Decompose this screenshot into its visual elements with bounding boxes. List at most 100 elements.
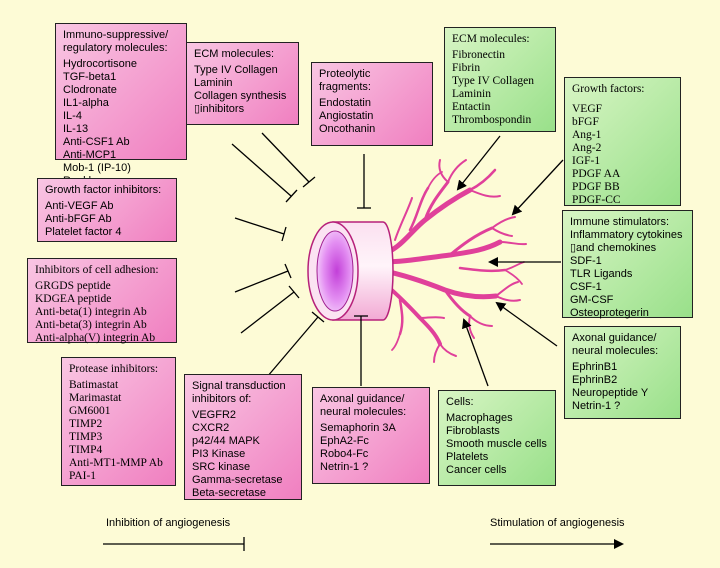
list-item: GM-CSF bbox=[570, 294, 614, 306]
item-list: Macrophages Fibroblasts Smooth muscle ce… bbox=[446, 412, 548, 477]
list-item: Inflammatory cytokines bbox=[570, 229, 683, 241]
list-item: GRGDS peptide bbox=[35, 280, 111, 292]
list-item: PDGF BB bbox=[572, 181, 620, 193]
box-title: Protease inhibitors: bbox=[69, 363, 159, 375]
vessel-sprouts bbox=[377, 159, 527, 363]
list-item: Laminin bbox=[452, 88, 491, 100]
list-item: Fibroblasts bbox=[446, 425, 500, 437]
list-item: Fibronectin bbox=[452, 49, 506, 61]
list-item: Oncothanin bbox=[319, 123, 376, 135]
list-item: SRC kinase bbox=[192, 461, 251, 473]
box-title: Immune stimulators: bbox=[570, 216, 670, 228]
list-item: SDF-1 bbox=[570, 255, 602, 267]
item-list: Semaphorin 3A EphA2-Fc Robo4-Fc Netrin-1… bbox=[320, 422, 422, 474]
list-item: VEGFR2 bbox=[192, 409, 237, 421]
item-list: Batimastat Marimastat GM6001 TIMP2 TIMP3… bbox=[69, 379, 168, 483]
list-item: IL-4 bbox=[63, 110, 82, 122]
list-item: Smooth muscle cells bbox=[446, 438, 547, 450]
list-item: VEGF bbox=[572, 103, 603, 115]
list-item: EphrinB2 bbox=[572, 374, 618, 386]
item-list: Fibronectin Fibrin Type IV Collagen Lami… bbox=[452, 49, 548, 127]
inhibition-lines bbox=[231, 132, 371, 386]
immuno-suppressive-box: Immuno-suppressive/ regulatory molecules… bbox=[55, 23, 187, 187]
list-item: ▯inhibitors bbox=[194, 103, 245, 115]
list-item: Gamma-secretase bbox=[192, 474, 283, 486]
list-item: Platelet factor 4 bbox=[45, 226, 122, 238]
list-item: TIMP3 bbox=[69, 431, 103, 443]
item-list: Hydrocortisone TGF-beta1 Clodronate IL1-… bbox=[63, 58, 179, 188]
list-item: Macrophages bbox=[446, 412, 513, 424]
list-item: Hydrocortisone bbox=[63, 58, 137, 70]
list-item: TIMP2 bbox=[69, 418, 103, 430]
list-item: Anti-CSF1 Ab bbox=[63, 136, 130, 148]
list-item: PI3 Kinase bbox=[192, 448, 246, 460]
list-item: Cancer cells bbox=[446, 464, 507, 476]
list-item: KDGEA peptide bbox=[35, 293, 112, 305]
stimulation-label: Stimulation of angiogenesis bbox=[490, 517, 625, 529]
list-item: Angiostatin bbox=[319, 110, 374, 122]
list-item: TLR Ligands bbox=[570, 268, 633, 280]
list-item: EphA2-Fc bbox=[320, 435, 369, 447]
signal-transduction-inhibitors-box: Signal transduction inhibitors of: VEGFR… bbox=[184, 374, 302, 500]
item-list: Endostatin Angiostatin Oncothanin bbox=[319, 97, 425, 136]
ecm-inhibitors-box: ECM molecules: Type IV Collagen Laminin … bbox=[186, 42, 299, 125]
blood-vessel-tube bbox=[307, 221, 394, 321]
list-item: Collagen synthesis bbox=[194, 90, 287, 102]
list-item: bFGF bbox=[572, 116, 599, 128]
list-item: Batimastat bbox=[69, 379, 119, 391]
list-item: TIMP4 bbox=[69, 444, 103, 456]
box-title: Growth factor inhibitors: bbox=[45, 184, 162, 196]
list-item: PDGF-CC bbox=[572, 194, 621, 206]
immune-stimulators-box: Immune stimulators: Inflammatory cytokin… bbox=[562, 210, 693, 320]
box-title: ECM molecules: bbox=[452, 33, 530, 45]
list-item: PAI-1 bbox=[69, 470, 97, 482]
list-item: Entactin bbox=[452, 101, 491, 113]
list-item: Anti-MCP1 bbox=[63, 149, 117, 161]
box-title: Immuno-suppressive/ regulatory molecules… bbox=[63, 29, 169, 54]
ecm-stimulators-box: ECM molecules: Fibronectin Fibrin Type I… bbox=[444, 27, 556, 132]
list-item: IGF-1 bbox=[572, 155, 601, 167]
item-list: VEGFR2 CXCR2 p42/44 MAPK PI3 Kinase SRC … bbox=[192, 409, 294, 500]
list-item: Thrombospondin bbox=[452, 114, 532, 126]
list-item: Fibrin bbox=[452, 62, 481, 74]
inhibition-label: Inhibition of angiogenesis bbox=[106, 517, 231, 529]
list-item: GM6001 bbox=[69, 405, 111, 417]
list-item: Anti-beta(3) integrin Ab bbox=[35, 319, 147, 331]
axonal-guidance-stimulators-box: Axonal guidance/ neural molecules: Ephri… bbox=[564, 326, 681, 419]
list-item: Anti-VEGF Ab bbox=[45, 200, 114, 212]
list-item: Robo4-Fc bbox=[320, 448, 369, 460]
list-item: Anti-beta(1) integrin Ab bbox=[35, 306, 147, 318]
list-item: Clodronate bbox=[63, 84, 117, 96]
footer-arrows bbox=[103, 537, 624, 551]
list-item: Anti-alpha(V) integrin Ab bbox=[35, 332, 156, 344]
list-item: p42/44 MAPK bbox=[192, 435, 260, 447]
list-item: CXCR2 bbox=[192, 422, 230, 434]
item-list: EphrinB1 EphrinB2 Neuropeptide Y Netrin-… bbox=[572, 361, 673, 413]
list-item: Beta-secretase bbox=[192, 487, 266, 499]
protease-inhibitors-box: Protease inhibitors: Batimastat Marimast… bbox=[61, 357, 176, 486]
list-item: Ang-2 bbox=[572, 142, 602, 154]
list-item: Anti-MT1-MMP Ab bbox=[69, 457, 163, 469]
item-list: Anti-VEGF Ab Anti-bFGF Ab Platelet facto… bbox=[45, 200, 169, 239]
list-item: Laminin bbox=[194, 77, 233, 89]
box-title: Proteolytic fragments: bbox=[319, 68, 371, 93]
box-title: Growth factors: bbox=[572, 83, 645, 95]
item-list: Type IV Collagen Laminin Collagen synthe… bbox=[194, 64, 291, 116]
item-list: VEGF bFGF Ang-1 Ang-2 IGF-1 PDGF AA PDGF… bbox=[572, 103, 673, 207]
box-title: Inhibitors of cell adhesion: bbox=[35, 264, 159, 276]
list-item: Netrin-1 ? bbox=[572, 400, 621, 412]
list-item: Mob-1 (IP-10) bbox=[63, 162, 131, 174]
box-title: ECM molecules: bbox=[194, 48, 275, 60]
proteolytic-fragments-box: Proteolytic fragments: Endostatin Angios… bbox=[311, 62, 433, 146]
item-list: Inflammatory cytokines ▯and chemokines S… bbox=[570, 229, 685, 320]
list-item: PDGF AA bbox=[572, 168, 621, 180]
box-title: Cells: bbox=[446, 396, 474, 408]
list-item: Type IV Collagen bbox=[194, 64, 278, 76]
list-item: Anti-bFGF Ab bbox=[45, 213, 112, 225]
axonal-guidance-inhibitors-box: Axonal guidance/ neural molecules: Semap… bbox=[312, 387, 430, 484]
box-title: Signal transduction inhibitors of: bbox=[192, 380, 286, 405]
growth-factor-inhibitors-box: Growth factor inhibitors: Anti-VEGF Ab A… bbox=[37, 178, 177, 242]
growth-factors-box: Growth factors: VEGF bFGF Ang-1 Ang-2 IG… bbox=[564, 77, 681, 206]
list-item: Neuropeptide Y bbox=[572, 387, 649, 399]
